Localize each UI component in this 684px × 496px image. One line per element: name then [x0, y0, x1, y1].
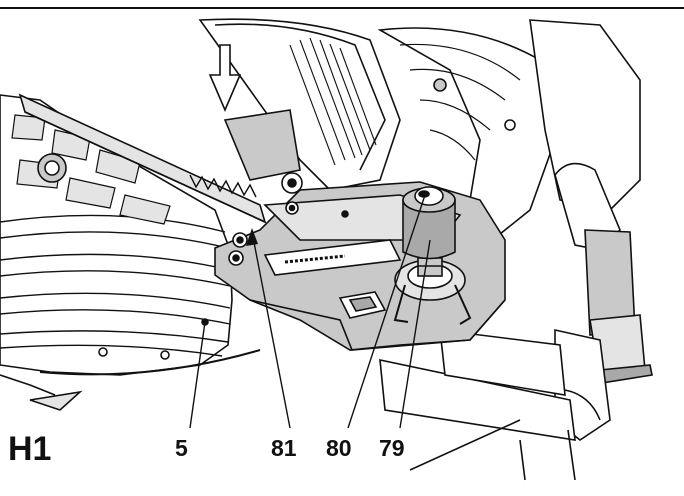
- leader-79: [399, 239, 431, 429]
- leader-81-arrow: [246, 228, 258, 246]
- leader-81: [251, 231, 291, 429]
- leader-lines: [189, 194, 431, 429]
- callout-80: 80: [326, 435, 352, 461]
- locking-knob: [393, 186, 472, 325]
- callout-79: 79: [379, 435, 405, 461]
- fence-rail: [18, 93, 267, 224]
- leader-80: [347, 194, 426, 429]
- callout-5: 5: [175, 435, 188, 461]
- return-spring: [189, 174, 257, 198]
- callout-81: 81: [271, 435, 297, 461]
- support-rail: [379, 329, 576, 481]
- turntable-base: [0, 94, 261, 411]
- blade-guard: [198, 18, 401, 194]
- leader-5: [189, 321, 206, 429]
- figure-label: H1: [8, 430, 52, 468]
